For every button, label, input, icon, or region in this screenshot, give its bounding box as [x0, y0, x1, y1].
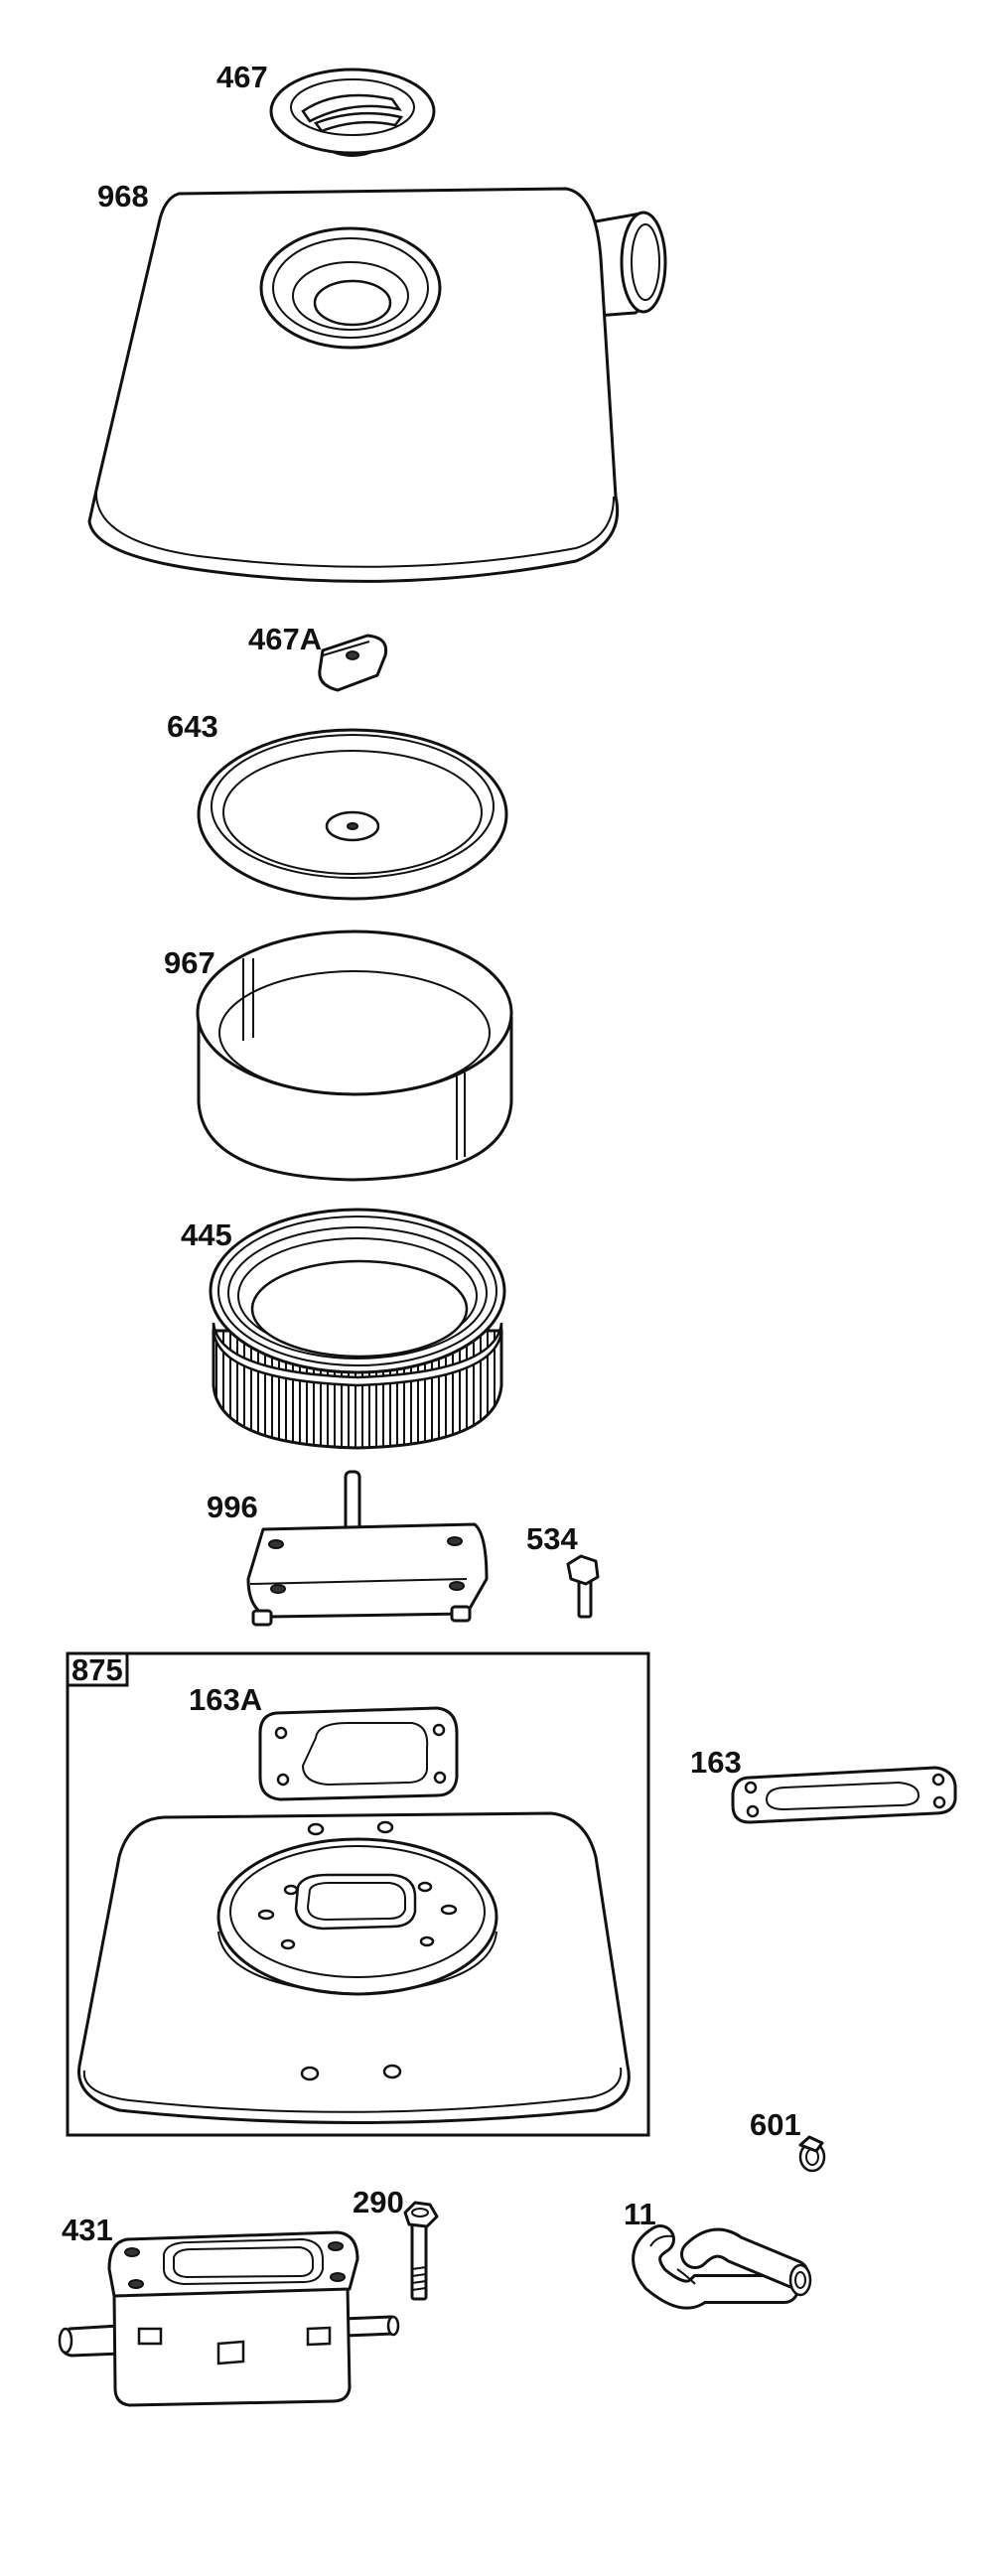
callout-601: 601: [750, 2107, 801, 2142]
callout-875: 875: [71, 1652, 123, 1687]
part-11-breather-tube: [632, 2224, 812, 2310]
part-643-plate: [197, 728, 508, 901]
part-996-stud-plate: [246, 1470, 489, 1627]
part-601-clamp: [798, 2135, 826, 2173]
callout-11: 11: [624, 2197, 656, 2231]
part-431-adapter: [58, 2230, 400, 2407]
kit-875-tag: [66, 1651, 129, 1687]
callout-163A: 163A: [189, 1682, 262, 1717]
part-445-filter: [209, 1208, 506, 1450]
part-163A-gasket: [258, 1706, 459, 1801]
callout-967: 967: [164, 945, 215, 980]
part-968-cover: [87, 187, 667, 583]
callout-163: 163: [690, 1745, 742, 1780]
callout-467: 467: [216, 60, 268, 94]
kit-875-frame: [66, 1651, 650, 2137]
part-967-foam-sleeve: [196, 930, 513, 1182]
callout-467A: 467A: [248, 622, 322, 656]
part-875-base: [77, 1811, 631, 2124]
callout-996: 996: [207, 1490, 258, 1524]
part-534-screw: [566, 1554, 600, 1619]
part-467A-small-knob: [318, 634, 388, 692]
callout-290: 290: [353, 2185, 404, 2219]
part-163-gasket: [731, 1766, 957, 1824]
callout-445: 445: [181, 1217, 232, 1252]
part-290-bolt: [403, 2201, 439, 2301]
callout-534: 534: [526, 1521, 578, 1556]
callout-643: 643: [167, 709, 218, 744]
part-467-knob: [269, 68, 436, 157]
callout-968: 968: [97, 179, 149, 214]
callout-431: 431: [62, 2213, 113, 2247]
